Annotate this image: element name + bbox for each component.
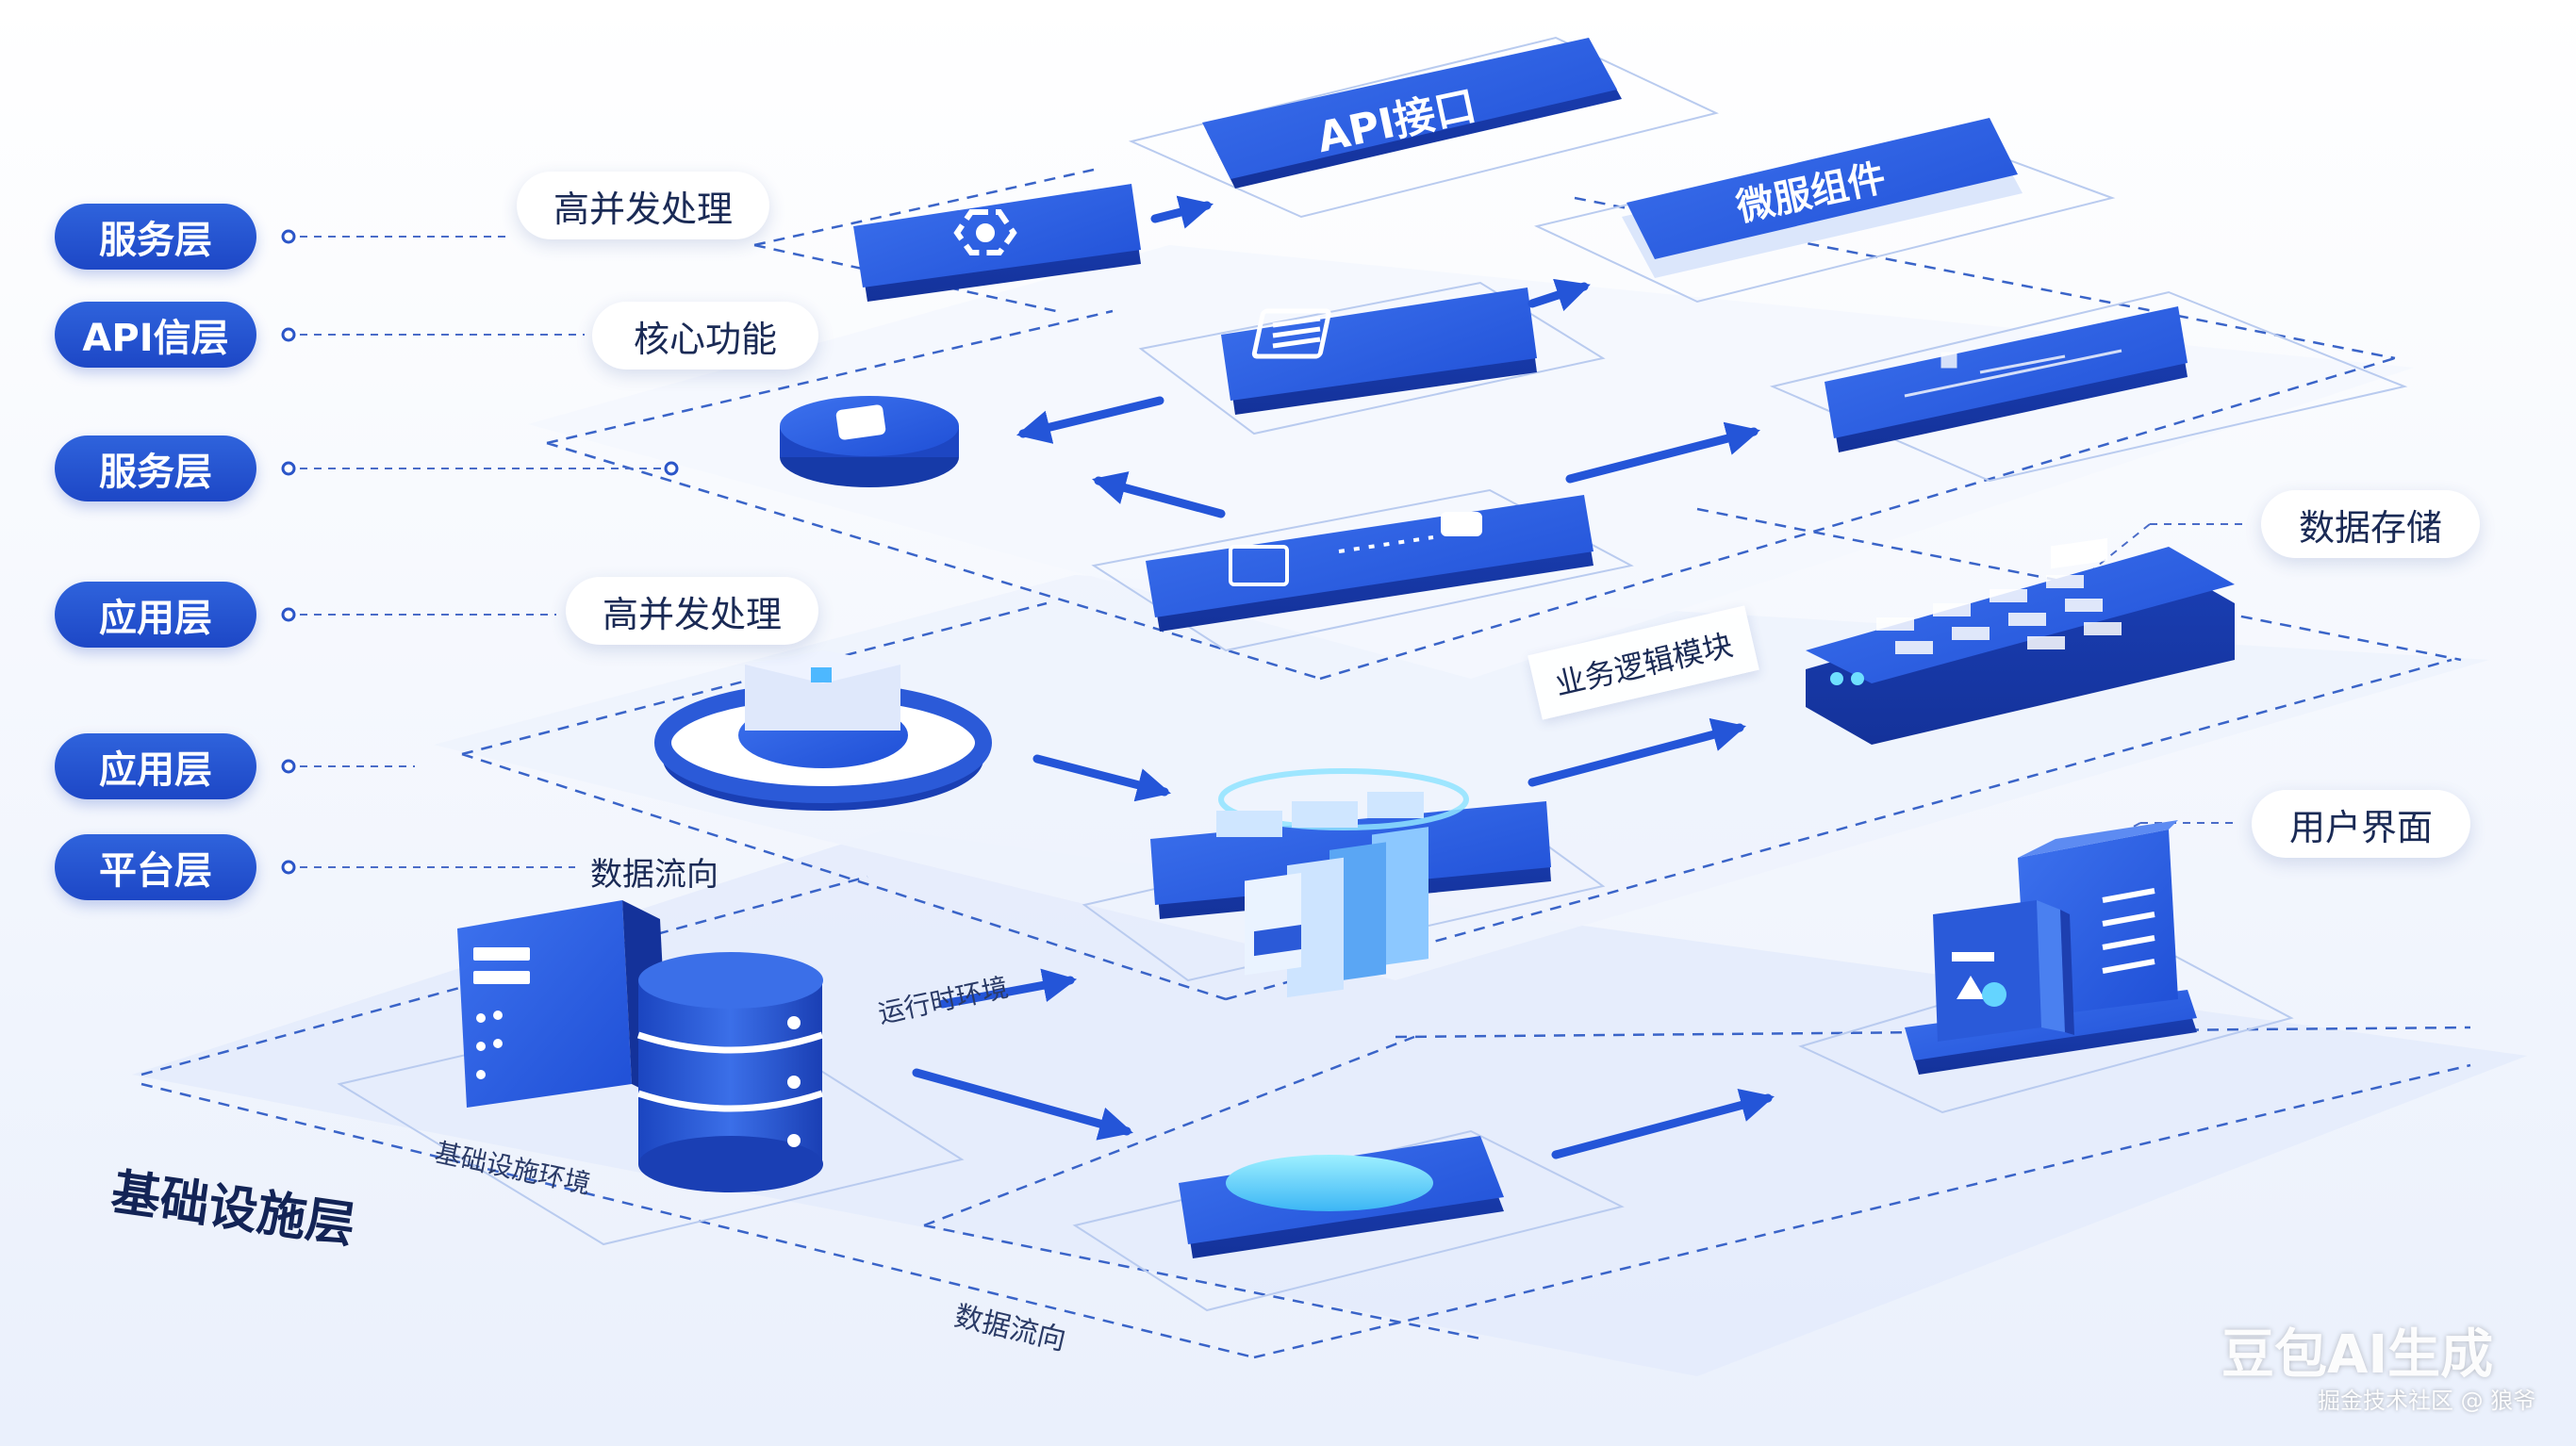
server-icon <box>1216 792 1424 837</box>
callout-high-concurrency-mid: 高并发处理 <box>566 577 818 645</box>
file-stack-icon <box>1245 827 1428 998</box>
dashboard-panel <box>1825 306 2188 452</box>
layer-label-api: API信层 <box>55 302 256 368</box>
layer-label-service-2: 服务层 <box>55 435 256 501</box>
dashboard-icon <box>1904 349 2122 398</box>
leader-dots <box>281 229 679 875</box>
data-flow-top-label: 数据流向 <box>590 856 718 894</box>
user-interface-devices <box>1905 537 2197 1075</box>
database-cylinder <box>636 952 824 1192</box>
runtime-stack <box>1179 827 1504 1258</box>
document-panel <box>1221 288 1537 415</box>
gateway-panel <box>853 184 1141 302</box>
hexagon-icon <box>953 209 1017 255</box>
chart-icon <box>1952 952 2006 1007</box>
core-node <box>780 396 959 487</box>
microservice-panel <box>1622 118 2023 278</box>
tower-server <box>457 900 669 1108</box>
layer-label-application: 应用层 <box>55 582 256 648</box>
tower-server-icon <box>473 947 530 1079</box>
card-panel <box>1146 495 1593 632</box>
ring-platform <box>654 650 992 811</box>
grid-icon <box>1876 575 2122 654</box>
layer-label-platform: 平台层 <box>55 834 256 900</box>
card-icon <box>1229 512 1482 586</box>
document-lines-icon <box>2102 888 2155 974</box>
callout-core-function: 核心功能 <box>592 302 818 370</box>
callout-data-storage: 数据存储 <box>2261 490 2480 558</box>
document-icon <box>1251 308 1331 359</box>
flow-arrows <box>912 195 1775 1159</box>
ai-watermark: 豆包AI生成 <box>2221 1324 2494 1386</box>
storage-grid-panel <box>1806 547 2235 745</box>
callout-user-interface: 用户界面 <box>2252 790 2470 858</box>
callout-high-concurrency-top: 高并发处理 <box>517 172 769 239</box>
layer-label-application-2: 应用层 <box>55 733 256 799</box>
layer-label-service: 服务层 <box>55 204 256 270</box>
api-interface-panel <box>1202 38 1622 189</box>
credit-text: 掘金技术社区 @ 狼爷 <box>2318 1388 2536 1414</box>
